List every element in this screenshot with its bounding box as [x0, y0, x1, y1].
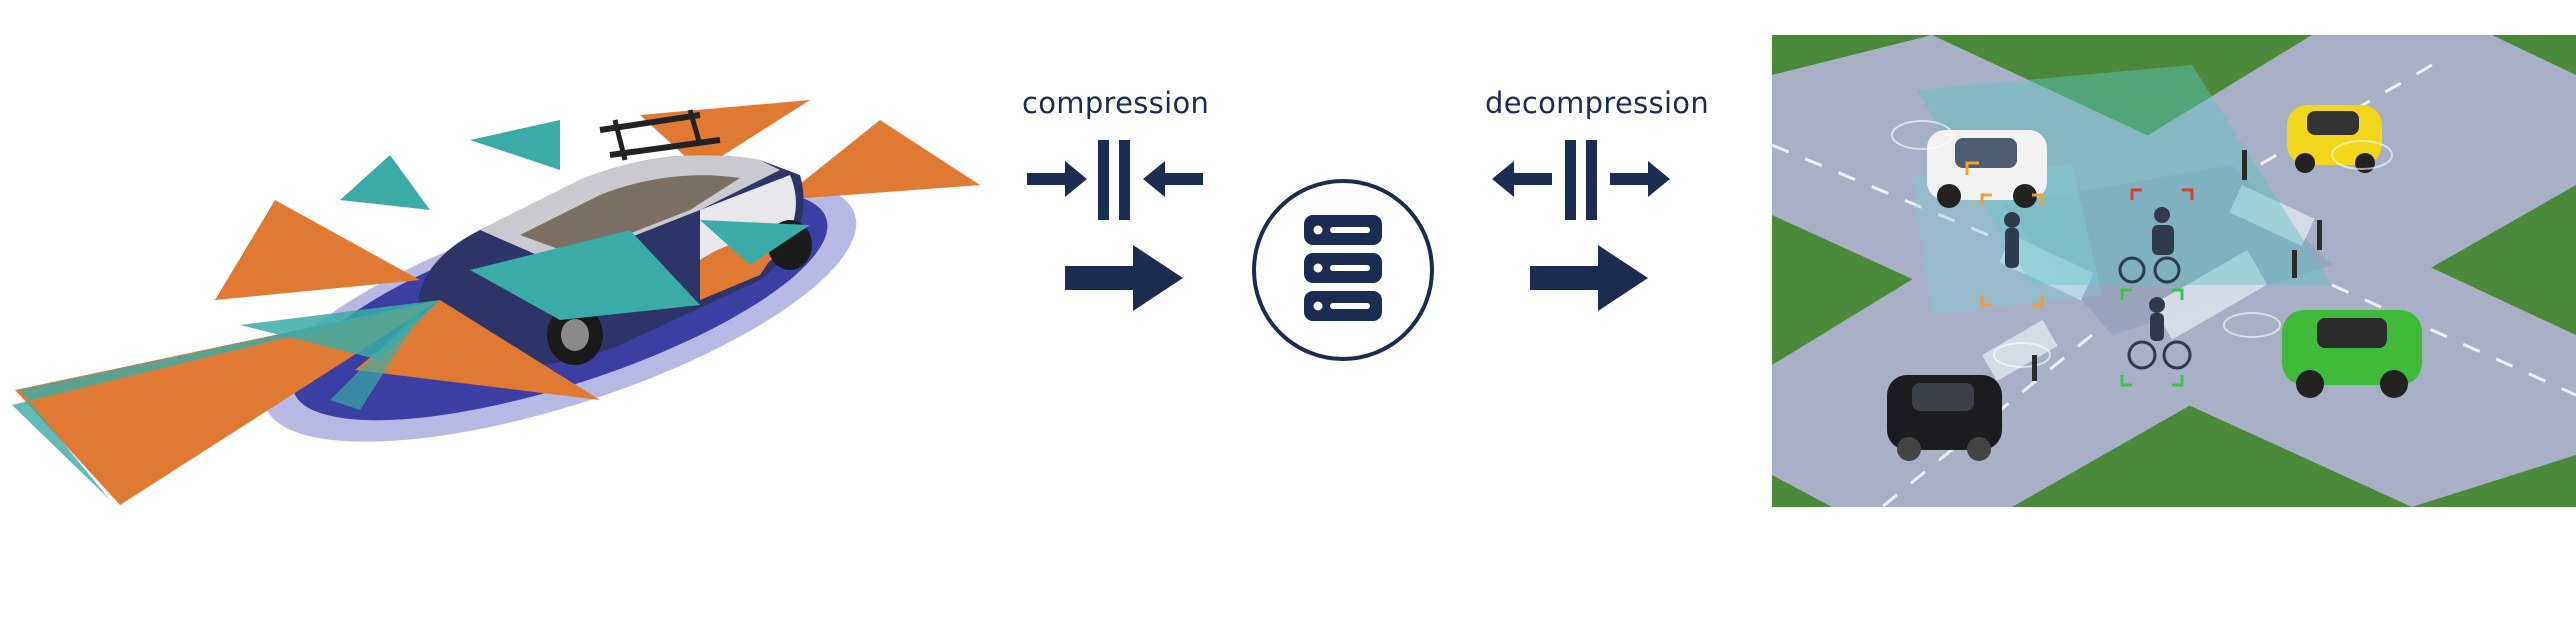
decompress-arrows-icon — [1492, 135, 1672, 225]
flow-arrow-right-1 — [1065, 245, 1185, 311]
intersection-scene — [1772, 35, 2576, 507]
car-with-sensor-fields-icon — [12, 100, 980, 505]
vehicle-sensor-illustration — [0, 60, 1000, 520]
compression-label: compression — [1022, 86, 1210, 120]
server-stack-icon — [1252, 179, 1434, 361]
compress-arrows-icon — [1025, 135, 1205, 225]
white-car — [1927, 130, 2047, 208]
right-arrow-icon — [1530, 245, 1648, 311]
intersection-scene-illustration — [1772, 35, 2576, 507]
server-node — [1250, 177, 1436, 363]
right-arrow-icon — [1065, 245, 1183, 311]
green-car — [2282, 310, 2422, 398]
flow-arrow-right-2 — [1530, 245, 1650, 311]
black-car — [1887, 375, 2002, 461]
yellow-car — [2287, 105, 2382, 173]
decompression-label: decompression — [1485, 86, 1710, 120]
